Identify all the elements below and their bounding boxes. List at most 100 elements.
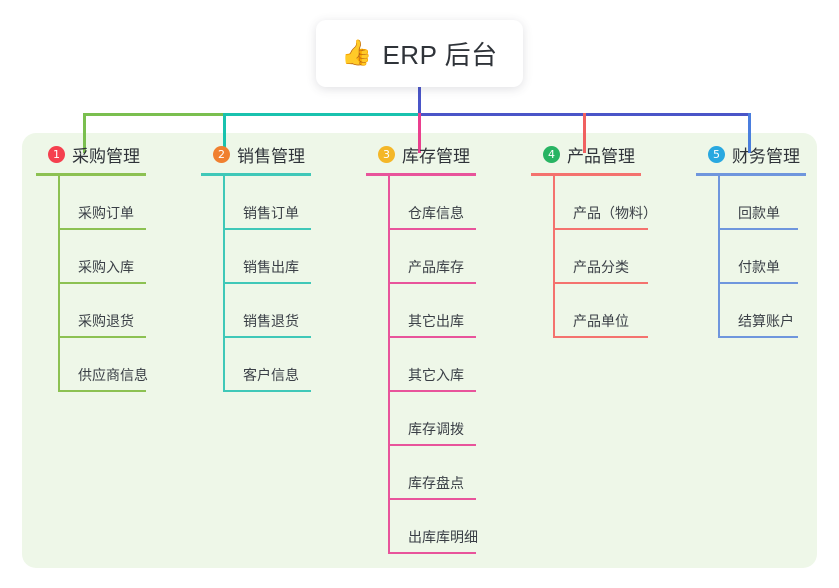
leaf-label: 回款单	[738, 205, 780, 221]
branch-title: 产品管理	[567, 146, 635, 166]
leaf-label: 销售出库	[243, 259, 299, 275]
root-node-title: ERP 后台	[382, 40, 498, 70]
branch-leaf-item[interactable]: 结算账户	[718, 284, 806, 338]
branch-underline	[366, 173, 476, 176]
branch-body: 产品（物料） 产品分类产品单位	[531, 176, 657, 338]
branch-spine	[58, 176, 60, 392]
branch-leaf-item[interactable]: 采购订单	[58, 176, 146, 230]
leaf-underline	[553, 228, 648, 230]
branch-spine	[223, 176, 225, 392]
leaf-label: 结算账户	[738, 313, 794, 329]
branch-number-badge: 2	[213, 145, 230, 163]
diagram-panel	[22, 133, 817, 568]
branch-body: 销售订单销售出库销售退货客户信息	[201, 176, 311, 392]
branch-spine	[718, 176, 720, 338]
leaf-label: 其它入库	[408, 367, 464, 383]
leaf-label: 采购入库	[78, 259, 134, 275]
drop-purchase	[83, 113, 86, 153]
branch-number-badge: 3	[378, 145, 395, 163]
branch-leaf-item[interactable]: 产品（物料）	[553, 176, 657, 230]
branch-number-badge: 4	[543, 145, 560, 163]
branch-column-inventory: 3 库存管理仓库信息产品库存其它出库其它入库库存调拨库存盘点出库库明细	[366, 140, 478, 554]
leaf-underline	[58, 228, 146, 230]
branch-leaf-item[interactable]: 其它入库	[388, 338, 476, 392]
branch-leaf-item[interactable]: 库存盘点	[388, 446, 476, 500]
branch-underline	[531, 173, 641, 176]
branch-underline	[696, 173, 806, 176]
branch-leaf-item[interactable]: 采购退货	[58, 284, 146, 338]
leaf-underline	[58, 336, 146, 338]
drop-product	[583, 113, 586, 153]
branch-title: 库存管理	[402, 146, 470, 166]
leaf-underline	[388, 390, 476, 392]
branch-leaf-item[interactable]: 其它出库	[388, 284, 476, 338]
branch-leaf-item[interactable]: 付款单	[718, 230, 806, 284]
branch-header-sales[interactable]: 2 销售管理	[201, 140, 311, 168]
leaf-underline	[58, 390, 146, 392]
leaf-label: 采购订单	[78, 205, 134, 221]
branch-header-product[interactable]: 4 产品管理	[531, 140, 641, 168]
branch-leaf-item[interactable]: 供应商信息	[58, 338, 148, 392]
branch-number-badge: 1	[48, 145, 65, 163]
leaf-label: 客户信息	[243, 367, 299, 383]
branch-leaf-item[interactable]: 客户信息	[223, 338, 311, 392]
leaf-underline	[388, 228, 476, 230]
leaf-underline	[223, 282, 311, 284]
leaf-underline	[553, 282, 648, 284]
leaf-label: 其它出库	[408, 313, 464, 329]
branch-leaf-item[interactable]: 销售退货	[223, 284, 311, 338]
branch-body: 仓库信息产品库存其它出库其它入库库存调拨库存盘点出库库明细	[366, 176, 478, 554]
branch-column-product: 4 产品管理产品（物料） 产品分类产品单位	[531, 140, 657, 338]
branch-leaf-item[interactable]: 仓库信息	[388, 176, 476, 230]
branch-body: 回款单付款单结算账户	[696, 176, 806, 338]
leaf-underline	[718, 228, 798, 230]
branch-leaf-item[interactable]: 库存调拨	[388, 392, 476, 446]
leaf-underline	[718, 336, 798, 338]
branch-column-purchase: 1 采购管理采购订单采购入库采购退货供应商信息	[36, 140, 148, 392]
branch-leaf-item[interactable]: 回款单	[718, 176, 806, 230]
leaf-underline	[58, 282, 146, 284]
leaf-label: 产品（物料）	[573, 205, 657, 221]
leaf-underline	[388, 498, 476, 500]
leaf-label: 产品单位	[573, 313, 629, 329]
leaf-label: 产品分类	[573, 259, 629, 275]
drop-finance	[748, 113, 751, 153]
bus-segment-green	[83, 113, 223, 116]
branch-underline	[36, 173, 146, 176]
branch-spine	[553, 176, 555, 338]
branch-underline	[201, 173, 311, 176]
leaf-underline	[388, 282, 476, 284]
branch-leaf-item[interactable]: 产品分类	[553, 230, 648, 284]
leaf-label: 采购退货	[78, 313, 134, 329]
leaf-underline	[388, 336, 476, 338]
branch-body: 采购订单采购入库采购退货供应商信息	[36, 176, 148, 392]
branch-leaf-item[interactable]: 产品库存	[388, 230, 476, 284]
branch-leaf-item[interactable]: 采购入库	[58, 230, 146, 284]
branch-leaf-item[interactable]: 产品单位	[553, 284, 648, 338]
branch-title: 销售管理	[237, 146, 305, 166]
drop-inventory	[418, 113, 421, 153]
root-node[interactable]: 👍 ERP 后台	[316, 20, 523, 87]
leaf-underline	[388, 444, 476, 446]
leaf-underline	[718, 282, 798, 284]
thumbs-up-icon: 👍	[341, 39, 373, 67]
leaf-underline	[388, 552, 476, 554]
leaf-label: 产品库存	[408, 259, 464, 275]
leaf-label: 库存盘点	[408, 475, 464, 491]
branch-title: 采购管理	[72, 146, 140, 166]
branch-header-inventory[interactable]: 3 库存管理	[366, 140, 476, 168]
branch-leaf-item[interactable]: 出库库明细	[388, 500, 478, 554]
branch-column-sales: 2 销售管理销售订单销售出库销售退货客户信息	[201, 140, 311, 392]
drop-sales	[223, 113, 226, 153]
branch-leaf-item[interactable]: 销售出库	[223, 230, 311, 284]
branch-header-purchase[interactable]: 1 采购管理	[36, 140, 146, 168]
branch-leaf-item[interactable]: 销售订单	[223, 176, 311, 230]
branch-spine	[388, 176, 390, 554]
branch-title: 财务管理	[732, 146, 800, 166]
bus-segment-teal	[223, 113, 419, 116]
leaf-underline	[553, 336, 648, 338]
leaf-label: 出库库明细	[408, 529, 478, 545]
